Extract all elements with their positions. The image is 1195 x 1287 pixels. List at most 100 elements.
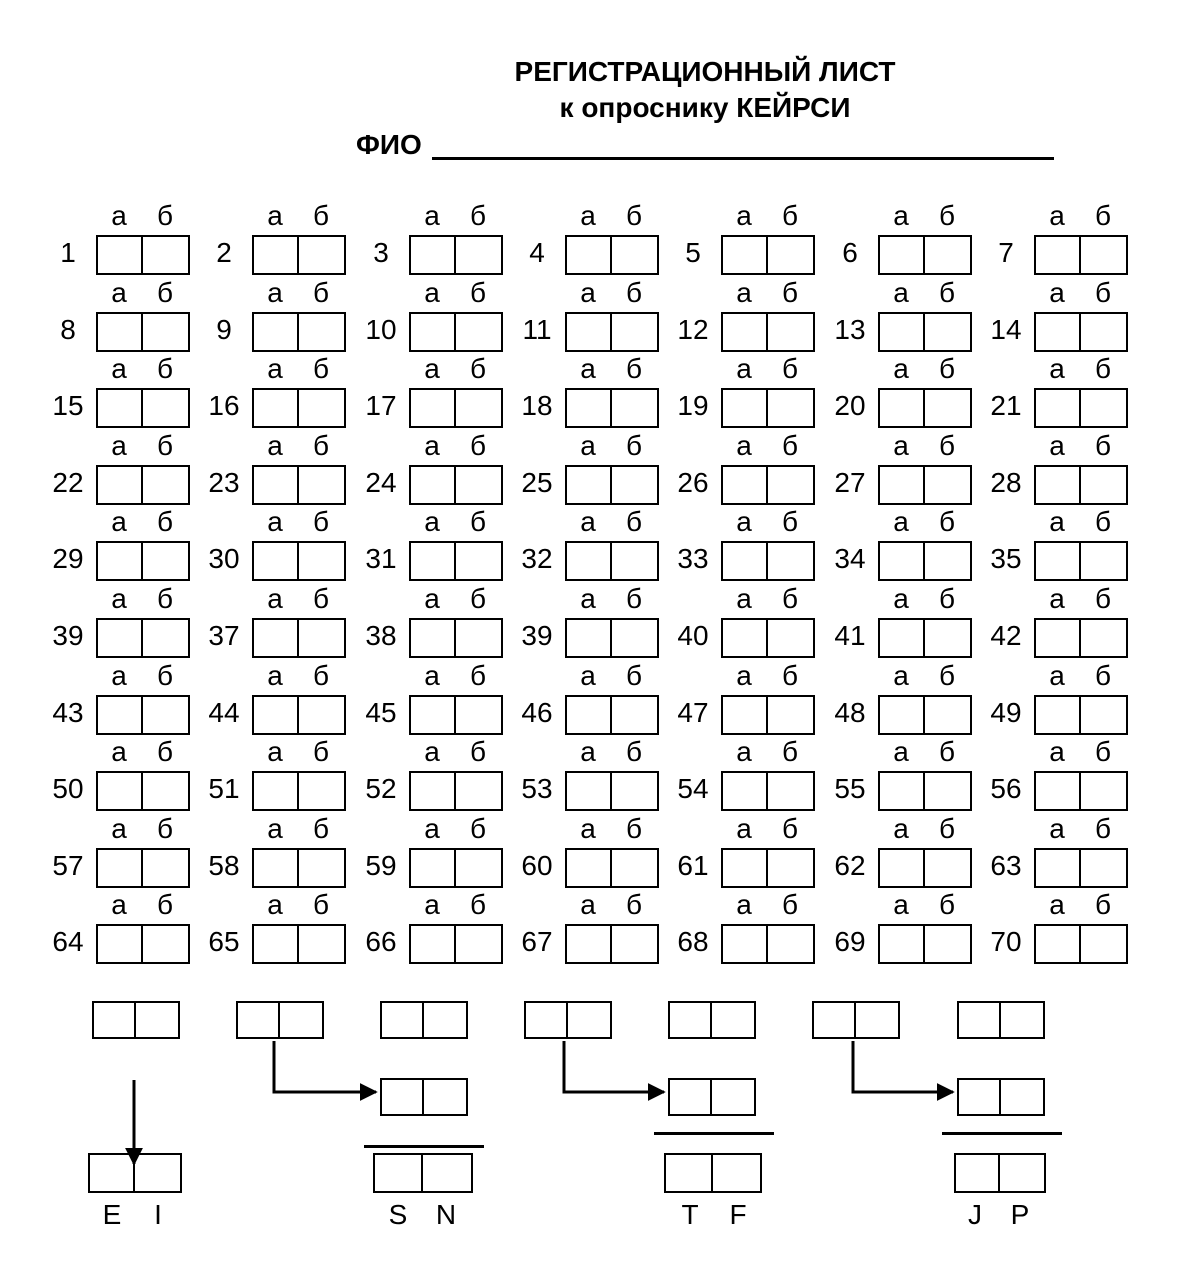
answer-box[interactable]: [96, 771, 190, 811]
answer-box-a[interactable]: [880, 620, 925, 656]
total-box-4[interactable]: [524, 1001, 612, 1039]
answer-box-a[interactable]: [723, 237, 768, 273]
answer-box-a[interactable]: [1036, 850, 1081, 886]
answer-box[interactable]: [878, 235, 972, 275]
answer-box[interactable]: [878, 618, 972, 658]
answer-box[interactable]: [96, 924, 190, 964]
answer-box-a[interactable]: [567, 850, 612, 886]
answer-box[interactable]: [96, 465, 190, 505]
answer-box-a[interactable]: [254, 697, 299, 733]
answer-box-a[interactable]: [723, 620, 768, 656]
answer-box[interactable]: [96, 388, 190, 428]
answer-box-a[interactable]: [254, 926, 299, 962]
answer-box[interactable]: [252, 388, 346, 428]
answer-box[interactable]: [409, 695, 503, 735]
answer-box[interactable]: [1034, 848, 1128, 888]
answer-box[interactable]: [721, 771, 815, 811]
answer-box[interactable]: [252, 924, 346, 964]
answer-box[interactable]: [409, 771, 503, 811]
answer-box[interactable]: [721, 388, 815, 428]
result-box-ei[interactable]: [88, 1153, 182, 1193]
answer-box[interactable]: [1034, 312, 1128, 352]
sum-box-tf[interactable]: [668, 1078, 756, 1116]
answer-box-a[interactable]: [98, 850, 143, 886]
answer-box[interactable]: [721, 618, 815, 658]
answer-box[interactable]: [565, 695, 659, 735]
result-box-tf[interactable]: [664, 1153, 762, 1193]
answer-box-a[interactable]: [1036, 314, 1081, 350]
answer-box-a[interactable]: [98, 543, 143, 579]
answer-box[interactable]: [1034, 388, 1128, 428]
answer-box-a[interactable]: [567, 390, 612, 426]
answer-box-a[interactable]: [567, 620, 612, 656]
sum-box-sn[interactable]: [380, 1078, 468, 1116]
answer-box[interactable]: [96, 312, 190, 352]
answer-box-a[interactable]: [567, 314, 612, 350]
answer-box[interactable]: [1034, 235, 1128, 275]
answer-box-a[interactable]: [880, 390, 925, 426]
answer-box[interactable]: [565, 235, 659, 275]
answer-box[interactable]: [96, 541, 190, 581]
answer-box[interactable]: [565, 541, 659, 581]
answer-box-a[interactable]: [567, 697, 612, 733]
answer-box[interactable]: [565, 312, 659, 352]
answer-box-a[interactable]: [567, 773, 612, 809]
answer-box[interactable]: [565, 924, 659, 964]
answer-box-a[interactable]: [98, 620, 143, 656]
answer-box[interactable]: [96, 848, 190, 888]
answer-box-a[interactable]: [567, 467, 612, 503]
answer-box[interactable]: [721, 235, 815, 275]
answer-box-a[interactable]: [98, 467, 143, 503]
sum-box-jp[interactable]: [957, 1078, 1045, 1116]
answer-box-a[interactable]: [411, 850, 456, 886]
answer-box-a[interactable]: [723, 543, 768, 579]
answer-box-a[interactable]: [254, 314, 299, 350]
answer-box-a[interactable]: [723, 314, 768, 350]
answer-box-a[interactable]: [723, 773, 768, 809]
answer-box-a[interactable]: [98, 773, 143, 809]
answer-box[interactable]: [1034, 618, 1128, 658]
answer-box[interactable]: [409, 618, 503, 658]
answer-box[interactable]: [252, 312, 346, 352]
answer-box[interactable]: [565, 618, 659, 658]
answer-box-a[interactable]: [98, 314, 143, 350]
answer-box[interactable]: [878, 541, 972, 581]
answer-box-a[interactable]: [880, 697, 925, 733]
answer-box[interactable]: [878, 848, 972, 888]
answer-box[interactable]: [878, 924, 972, 964]
answer-box-a[interactable]: [880, 926, 925, 962]
answer-box-a[interactable]: [411, 390, 456, 426]
answer-box-a[interactable]: [1036, 697, 1081, 733]
answer-box-a[interactable]: [98, 697, 143, 733]
answer-box[interactable]: [565, 771, 659, 811]
answer-box-a[interactable]: [723, 697, 768, 733]
result-box-sn[interactable]: [373, 1153, 473, 1193]
answer-box[interactable]: [878, 388, 972, 428]
answer-box[interactable]: [96, 695, 190, 735]
answer-box-a[interactable]: [1036, 543, 1081, 579]
answer-box[interactable]: [1034, 465, 1128, 505]
answer-box-a[interactable]: [1036, 773, 1081, 809]
answer-box[interactable]: [409, 848, 503, 888]
answer-box-a[interactable]: [880, 237, 925, 273]
answer-box[interactable]: [878, 771, 972, 811]
answer-box[interactable]: [1034, 771, 1128, 811]
answer-box[interactable]: [252, 541, 346, 581]
answer-box-a[interactable]: [254, 543, 299, 579]
answer-box[interactable]: [721, 312, 815, 352]
answer-box[interactable]: [721, 924, 815, 964]
answer-box[interactable]: [252, 235, 346, 275]
answer-box[interactable]: [1034, 924, 1128, 964]
answer-box-a[interactable]: [880, 467, 925, 503]
total-box-1[interactable]: [92, 1001, 180, 1039]
answer-box[interactable]: [721, 465, 815, 505]
result-box-jp[interactable]: [954, 1153, 1046, 1193]
answer-box[interactable]: [409, 312, 503, 352]
answer-box[interactable]: [721, 695, 815, 735]
total-box-7[interactable]: [957, 1001, 1045, 1039]
answer-box-a[interactable]: [411, 926, 456, 962]
fio-input-line[interactable]: [432, 157, 1054, 160]
answer-box-a[interactable]: [411, 237, 456, 273]
answer-box-a[interactable]: [411, 543, 456, 579]
answer-box-a[interactable]: [98, 390, 143, 426]
